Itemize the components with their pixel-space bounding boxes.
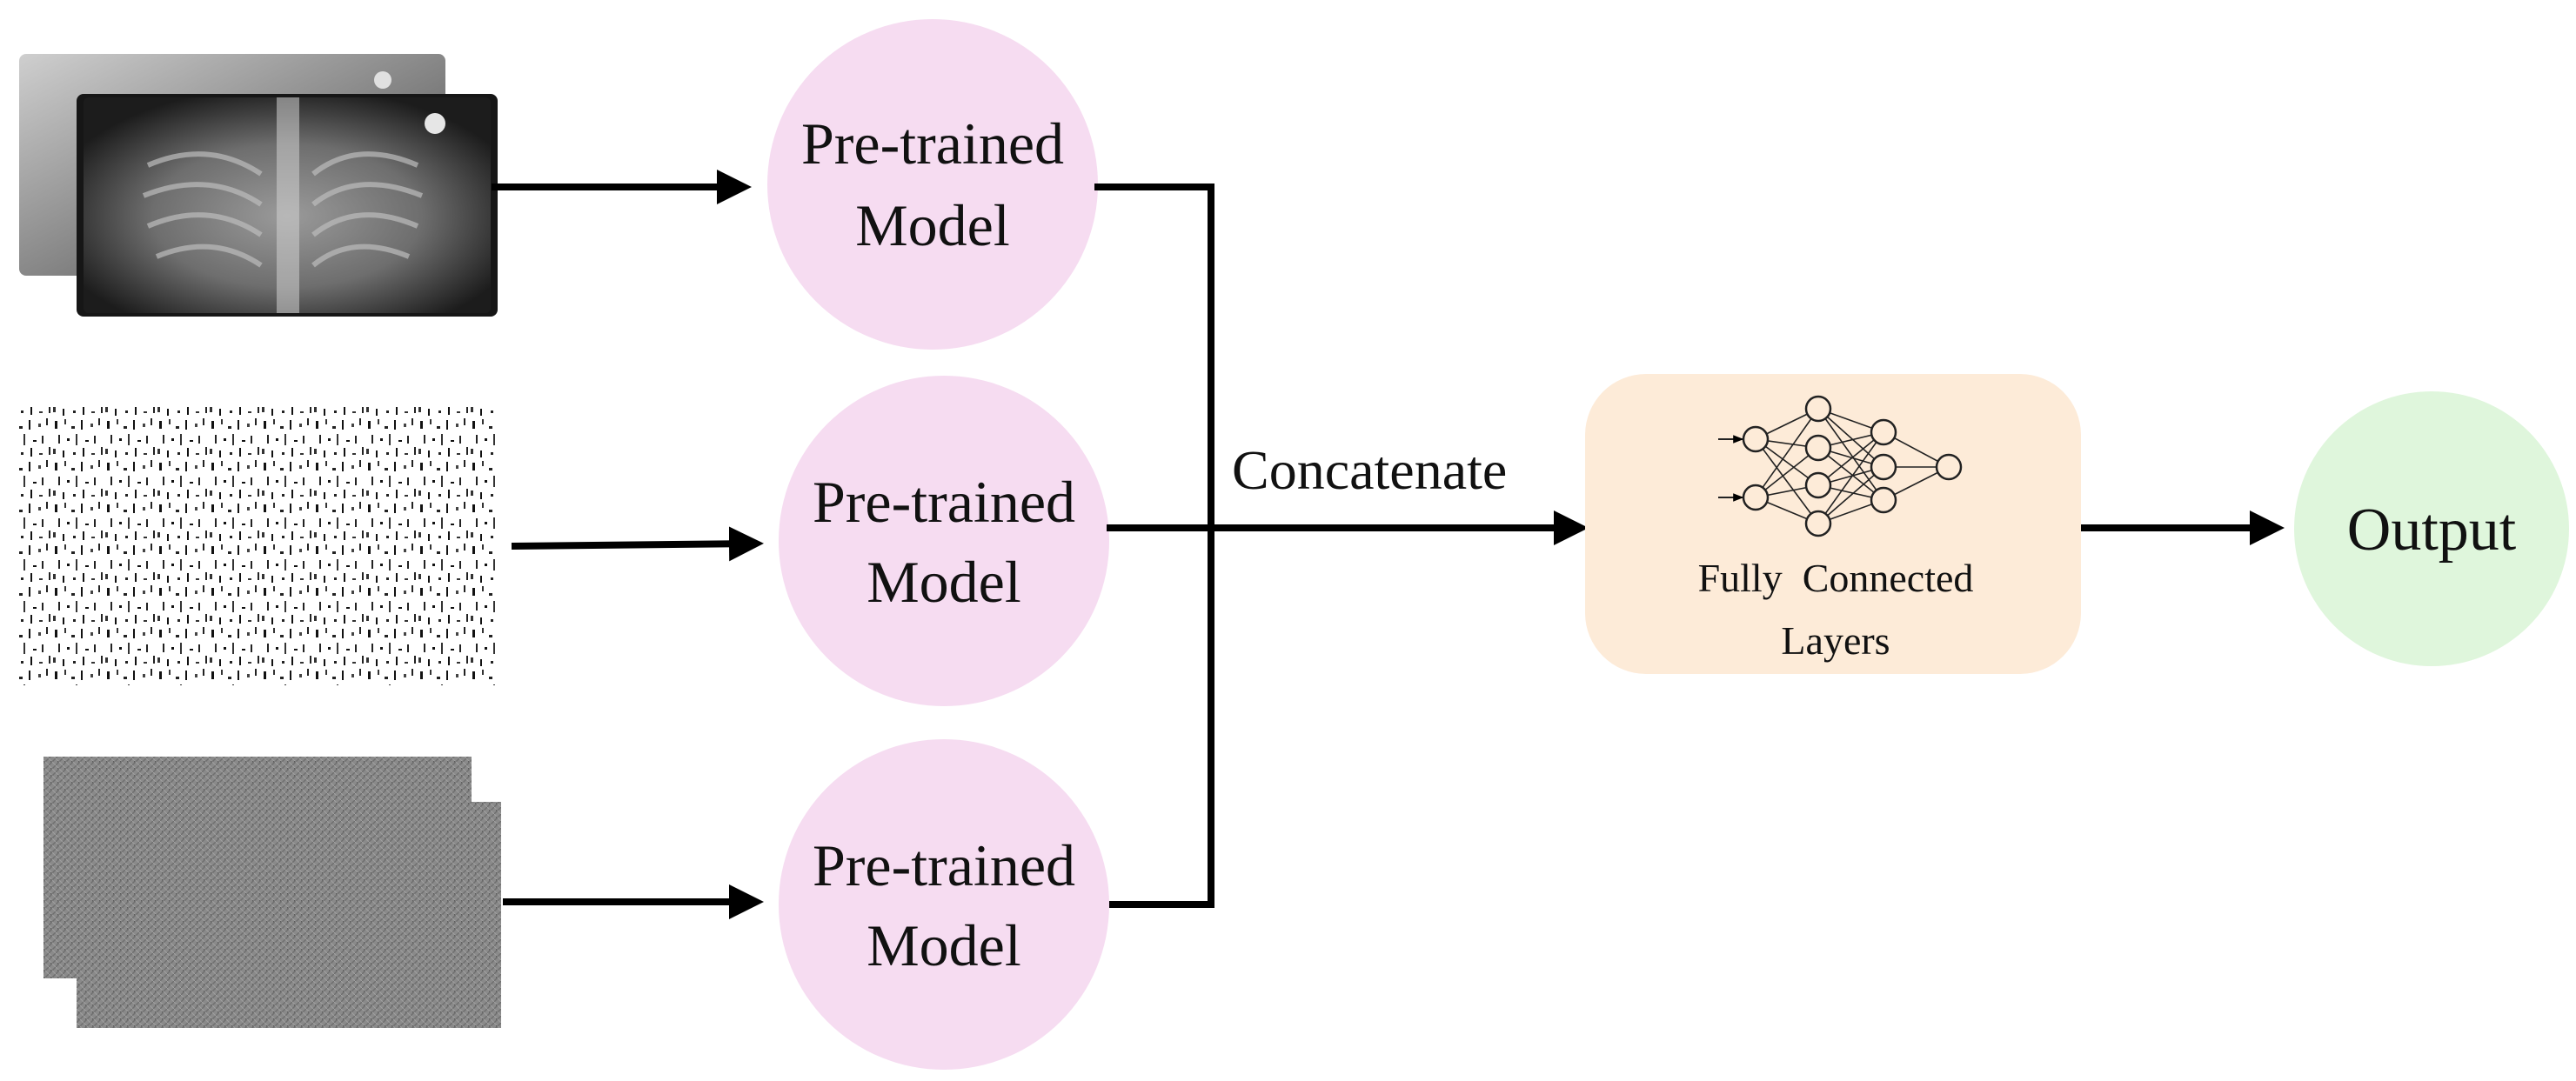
input2-arrow (511, 526, 764, 562)
output-node: Output (2294, 391, 2569, 666)
fc-label-line2: Layers (1781, 618, 1890, 663)
fully-connected-block: Fully Connected Layers (1585, 374, 2081, 674)
model-3-line1: Pre-trained (813, 832, 1075, 898)
concatenate-label: Concatenate (1232, 439, 1507, 501)
chest-xray-image (19, 54, 498, 317)
model-1-line1: Pre-trained (801, 110, 1064, 177)
model-2-line2: Model (866, 549, 1021, 615)
model-1-line2: Model (855, 192, 1010, 258)
output-label: Output (2347, 497, 2517, 564)
gray-texture-image (41, 754, 501, 1028)
concat-connector (1094, 184, 1214, 908)
binary-noise-image (17, 407, 498, 685)
pretrained-model-3: Pre-trained Model (779, 739, 1109, 1070)
pretrained-model-2: Pre-trained Model (779, 376, 1109, 706)
fc-label-line1: Fully Connected (1698, 556, 1974, 600)
neural-network-icon (1718, 395, 1963, 537)
model-2-line1: Pre-trained (813, 469, 1075, 535)
pretrained-model-1: Pre-trained Model (767, 19, 1098, 350)
model-3-line2: Model (866, 912, 1021, 978)
